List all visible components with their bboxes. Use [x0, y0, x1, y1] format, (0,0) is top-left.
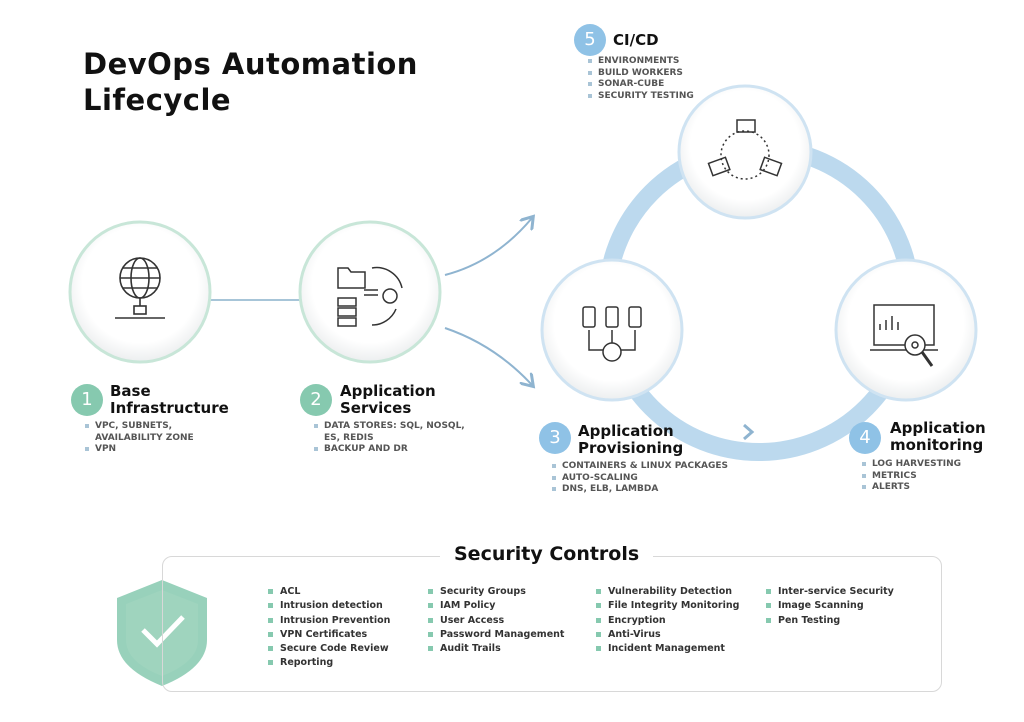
list-item: VPN	[85, 444, 194, 456]
list-item: VPC, SUBNETS,	[85, 421, 194, 433]
list-item: Pen Testing	[766, 614, 894, 628]
containers-icon	[582, 306, 642, 362]
list-item: ALERTS	[862, 482, 961, 494]
list-item: AUTO-SCALING	[552, 473, 728, 485]
list-item: Encryption	[596, 614, 739, 628]
t: Application	[578, 422, 674, 440]
list-item: File Integrity Monitoring	[596, 599, 739, 613]
list-item: IAM Policy	[428, 599, 564, 613]
t: Application	[890, 419, 986, 437]
list-item: LOG HARVESTING	[862, 459, 961, 471]
list-item: ACL	[268, 585, 390, 599]
list-item: Password Management	[428, 628, 564, 642]
t: Application	[340, 382, 436, 400]
list-item: Reporting	[268, 656, 390, 670]
arrow-down	[444, 327, 532, 385]
list-item: Image Scanning	[766, 599, 894, 613]
list-item: VPN Certificates	[268, 628, 390, 642]
stage-2-badge: 2	[300, 384, 332, 416]
t: Provisioning	[578, 439, 684, 457]
list-item: Secure Code Review	[268, 642, 390, 656]
list-item: AVAILABILITY ZONE	[95, 432, 194, 443]
list-item: CONTAINERS & LINUX PACKAGES	[552, 461, 728, 473]
t: Base	[110, 382, 151, 400]
code-cycle-icon	[707, 119, 783, 180]
arrow-up	[444, 218, 532, 276]
globe-network-icon	[115, 257, 165, 319]
list-item: Incident Management	[596, 642, 739, 656]
security-controls-title: Security Controls	[440, 543, 654, 565]
list-item: BUILD WORKERS	[588, 68, 694, 80]
list-item: DATA STORES: SQL, NOSQL,	[314, 421, 465, 433]
list-item: Anti-Virus	[596, 628, 739, 642]
list-item: Inter-service Security	[766, 585, 894, 599]
title-line1: DevOps Automation	[83, 47, 418, 81]
list-item: ENVIRONMENTS	[588, 56, 694, 68]
list-item: Audit Trails	[428, 642, 564, 656]
data-services-icon	[337, 266, 403, 327]
list-item: SONAR-CUBE	[588, 79, 694, 91]
list-item: DNS, ELB, LAMBDA	[552, 484, 728, 496]
stage-3-badge: 3	[539, 422, 571, 454]
list-item: Intrusion detection	[268, 599, 390, 613]
list-item: Intrusion Prevention	[268, 614, 390, 628]
list-item: User Access	[428, 614, 564, 628]
stage-circles	[68, 84, 978, 402]
list-item: ES, REDIS	[324, 432, 374, 443]
t: Infrastructure	[110, 399, 229, 417]
t: monitoring	[890, 436, 984, 454]
stage-1-badge: 1	[71, 384, 103, 416]
list-item: Security Groups	[428, 585, 564, 599]
title-line2: Lifecycle	[83, 83, 232, 117]
list-item: Vulnerability Detection	[596, 585, 739, 599]
stage-4-badge: 4	[849, 422, 881, 454]
t: Services	[340, 399, 412, 417]
list-item: METRICS	[862, 471, 961, 483]
stage-5-title: CI/CD	[613, 31, 659, 49]
list-item: BACKUP AND DR	[314, 444, 465, 456]
stage-5-badge: 5	[574, 24, 606, 56]
monitoring-icon	[870, 304, 938, 367]
list-item: SECURITY TESTING	[588, 91, 694, 103]
